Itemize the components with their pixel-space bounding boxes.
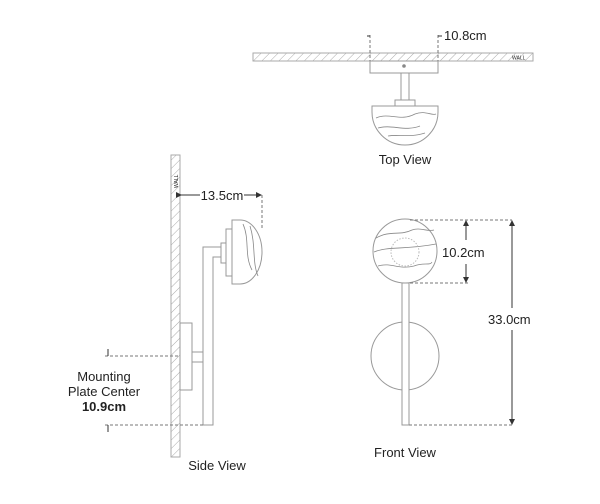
socket-top [394,99,416,107]
wall-label-top: WALL [512,56,526,62]
stem-top [400,72,410,101]
shade-top [371,105,439,146]
overall-height-label: 33.0cm [488,312,531,327]
width-dimension-label: 10.8cm [444,28,487,43]
side-view: WALL 13.5cm Mounting Plate Center 10.9cm… [68,154,263,473]
socket-side [220,242,227,264]
front-view: 10.2cm 33.0cm Front View [370,218,531,460]
shade-veins [375,112,437,137]
mounting-value: 10.9cm [82,399,126,414]
stub-side [191,351,204,363]
wall-top [252,52,534,62]
stem-front [401,282,410,426]
mounting-label-line1: Mounting [77,369,130,384]
side-view-title: Side View [188,458,246,473]
wall-label-side: WALL [174,174,180,188]
front-view-title: Front View [374,445,437,460]
mounting-label-line2: Plate Center [68,384,141,399]
mounting-plate-side [179,322,193,391]
shade-front [372,218,438,284]
screw [402,64,406,68]
top-view: WALL 10.8cm Top View [252,28,534,167]
shade-side [231,219,263,285]
shade-back-side [225,228,233,277]
shade-veins-front [373,228,437,268]
arm-side [202,246,225,426]
wall-side [170,154,181,458]
shade-height-label: 10.2cm [442,245,485,260]
shade-veins-side [242,223,259,277]
depth-dimension-label: 13.5cm [201,188,244,203]
top-view-title: Top View [379,152,432,167]
diffuser-dots [390,237,420,267]
